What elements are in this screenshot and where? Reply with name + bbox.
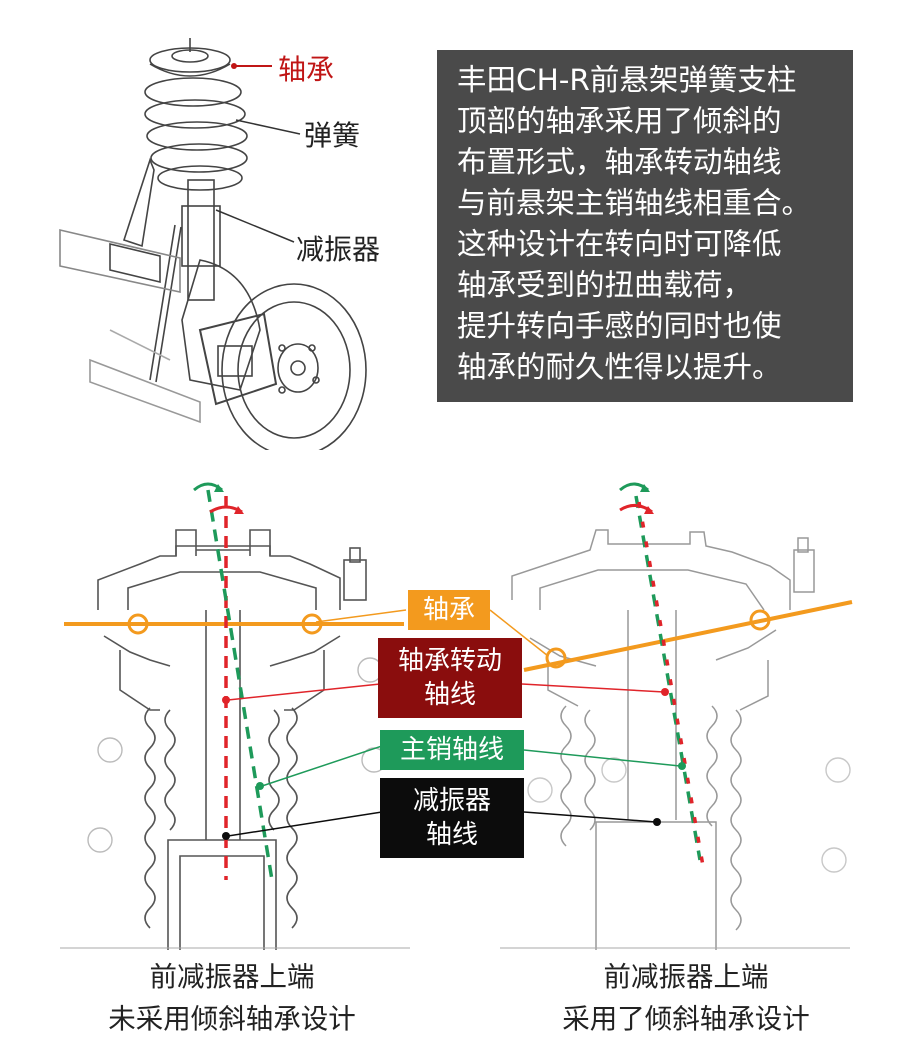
kingpin-axis-callout-text: 主销轴线	[399, 735, 504, 765]
right-caption: 前减振器上端 采用了倾斜轴承设计	[466, 956, 902, 1040]
shock-axis-callout: 减振器 轴线	[380, 778, 524, 858]
right-kingpin-axis	[634, 495, 702, 861]
left-kingpin-axis	[206, 489, 274, 881]
bearing-label: 轴承	[278, 53, 335, 86]
left-bearing-ball	[127, 613, 149, 635]
description-line: 轴承受到的扭曲载荷，	[457, 268, 753, 302]
right-bearing-axis	[637, 501, 705, 867]
kingpin-axis-callout: 主销轴线	[380, 730, 524, 770]
left-caption: 前减振器上端 未采用倾斜轴承设计	[12, 956, 452, 1040]
left-strut-section	[87, 529, 387, 950]
bearing-axis-callout-line2: 轴线	[423, 680, 476, 710]
left-bearing-ball	[301, 613, 323, 635]
bearing-callout-text: 轴承	[422, 595, 475, 625]
shock-absorber-label: 减振器	[296, 233, 381, 266]
description-line: 轴承的耐久性得以提升。	[457, 350, 782, 384]
right-bearing-ball	[749, 609, 771, 631]
shock-axis-callout-line1: 减振器	[412, 786, 491, 816]
right-bearing-ball	[545, 647, 567, 669]
spring-label: 弹簧	[304, 119, 361, 152]
description-line: 与前悬架主销轴线相重合。	[457, 186, 812, 220]
description-line: 这种设计在转向时可降低	[457, 227, 782, 261]
bearing-axis-callout: 轴承转动 轴线	[378, 638, 522, 718]
left-caption-line1: 前减振器上端	[149, 961, 315, 993]
right-caption-line1: 前减振器上端	[603, 961, 769, 993]
description-line: 提升转向手感的同时也使	[457, 309, 782, 343]
bearing-axis-callout-line1: 轴承转动	[397, 646, 502, 676]
description-line: 丰田CH-R前悬架弹簧支柱	[457, 63, 797, 97]
description-line: 顶部的轴承采用了倾斜的	[457, 104, 782, 138]
left-caption-line2: 未采用倾斜轴承设计	[108, 1003, 356, 1035]
bearing-callout: 轴承	[408, 590, 490, 630]
shock-axis-callout-line2: 轴线	[425, 820, 478, 850]
right-strut-section	[511, 529, 851, 950]
strut-assembly-illustration	[59, 38, 367, 450]
right-bearing-line	[523, 600, 853, 672]
strut-top-comparison-diagram	[60, 482, 853, 950]
description-line: 布置形式，轴承转动轴线	[457, 145, 782, 179]
right-caption-line2: 采用了倾斜轴承设计	[562, 1003, 810, 1035]
description-box: 丰田CH-R前悬架弹簧支柱 顶部的轴承采用了倾斜的 布置形式，轴承转动轴线 与前…	[437, 50, 853, 402]
